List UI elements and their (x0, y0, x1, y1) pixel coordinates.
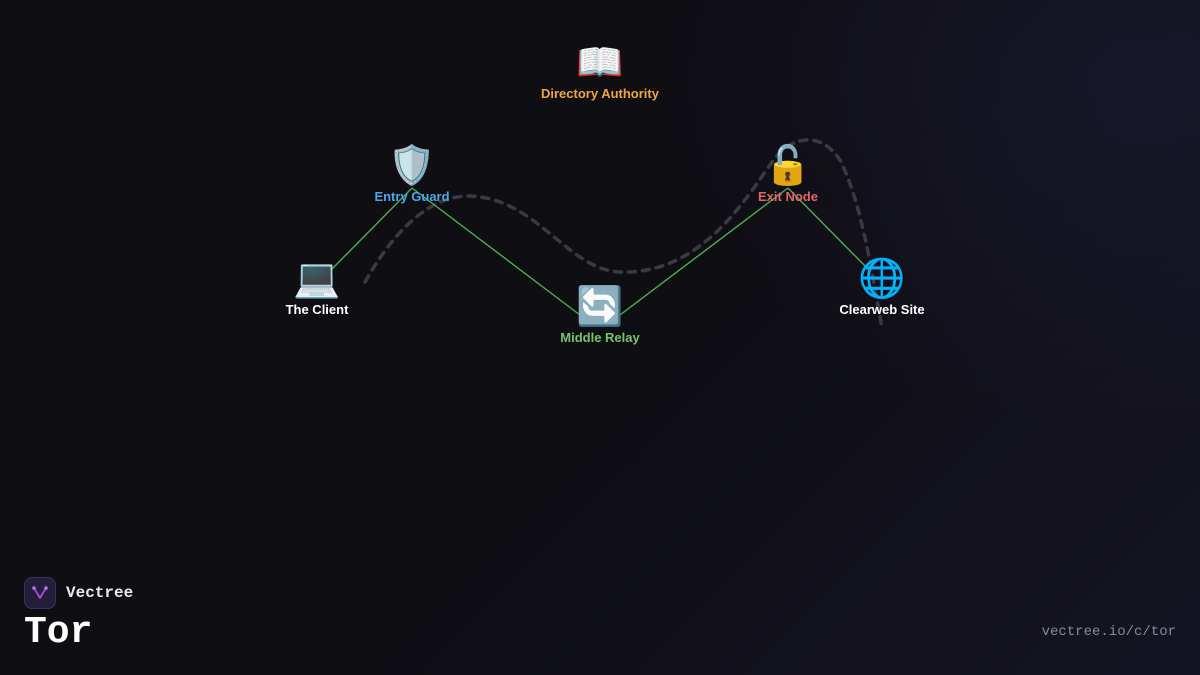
brand-name: Vectree (66, 584, 134, 602)
book-icon: 📖 (576, 40, 624, 84)
node-clearweb-site: 🌐 Clearweb Site (782, 256, 982, 318)
edge-entry-middle (411, 187, 581, 316)
node-label: The Client (285, 302, 349, 317)
source-url: vectree.io/c/tor (1041, 624, 1176, 640)
node-directory-authority: 📖 Directory Authority (500, 40, 700, 102)
brand-block: Vectree Tor (24, 577, 133, 653)
edge-client-entry (331, 187, 413, 270)
edge-middle-exit (619, 187, 789, 316)
edge-exit-clearweb (787, 187, 869, 270)
node-label: Exit Node (758, 189, 818, 204)
node-exit-node: 🔓 Exit Node (688, 143, 888, 205)
unlock-icon: 🔓 (764, 143, 812, 187)
dashed-traffic-path (363, 138, 884, 330)
node-the-client: 💻 The Client (217, 256, 417, 318)
shield-icon: 🛡️ (388, 143, 436, 187)
globe-icon: 🌐 (858, 256, 906, 300)
node-label: Entry Guard (374, 189, 450, 204)
node-label: Clearweb Site (839, 302, 925, 317)
node-label: Directory Authority (541, 86, 659, 101)
laptop-icon: 💻 (293, 256, 341, 300)
page-title: Tor (24, 611, 93, 654)
node-middle-relay: 🔄 Middle Relay (500, 284, 700, 346)
node-entry-guard: 🛡️ Entry Guard (312, 143, 512, 205)
vectree-logo-icon (24, 577, 56, 609)
relay-arrows-icon: 🔄 (576, 284, 624, 328)
node-label: Middle Relay (560, 330, 640, 345)
